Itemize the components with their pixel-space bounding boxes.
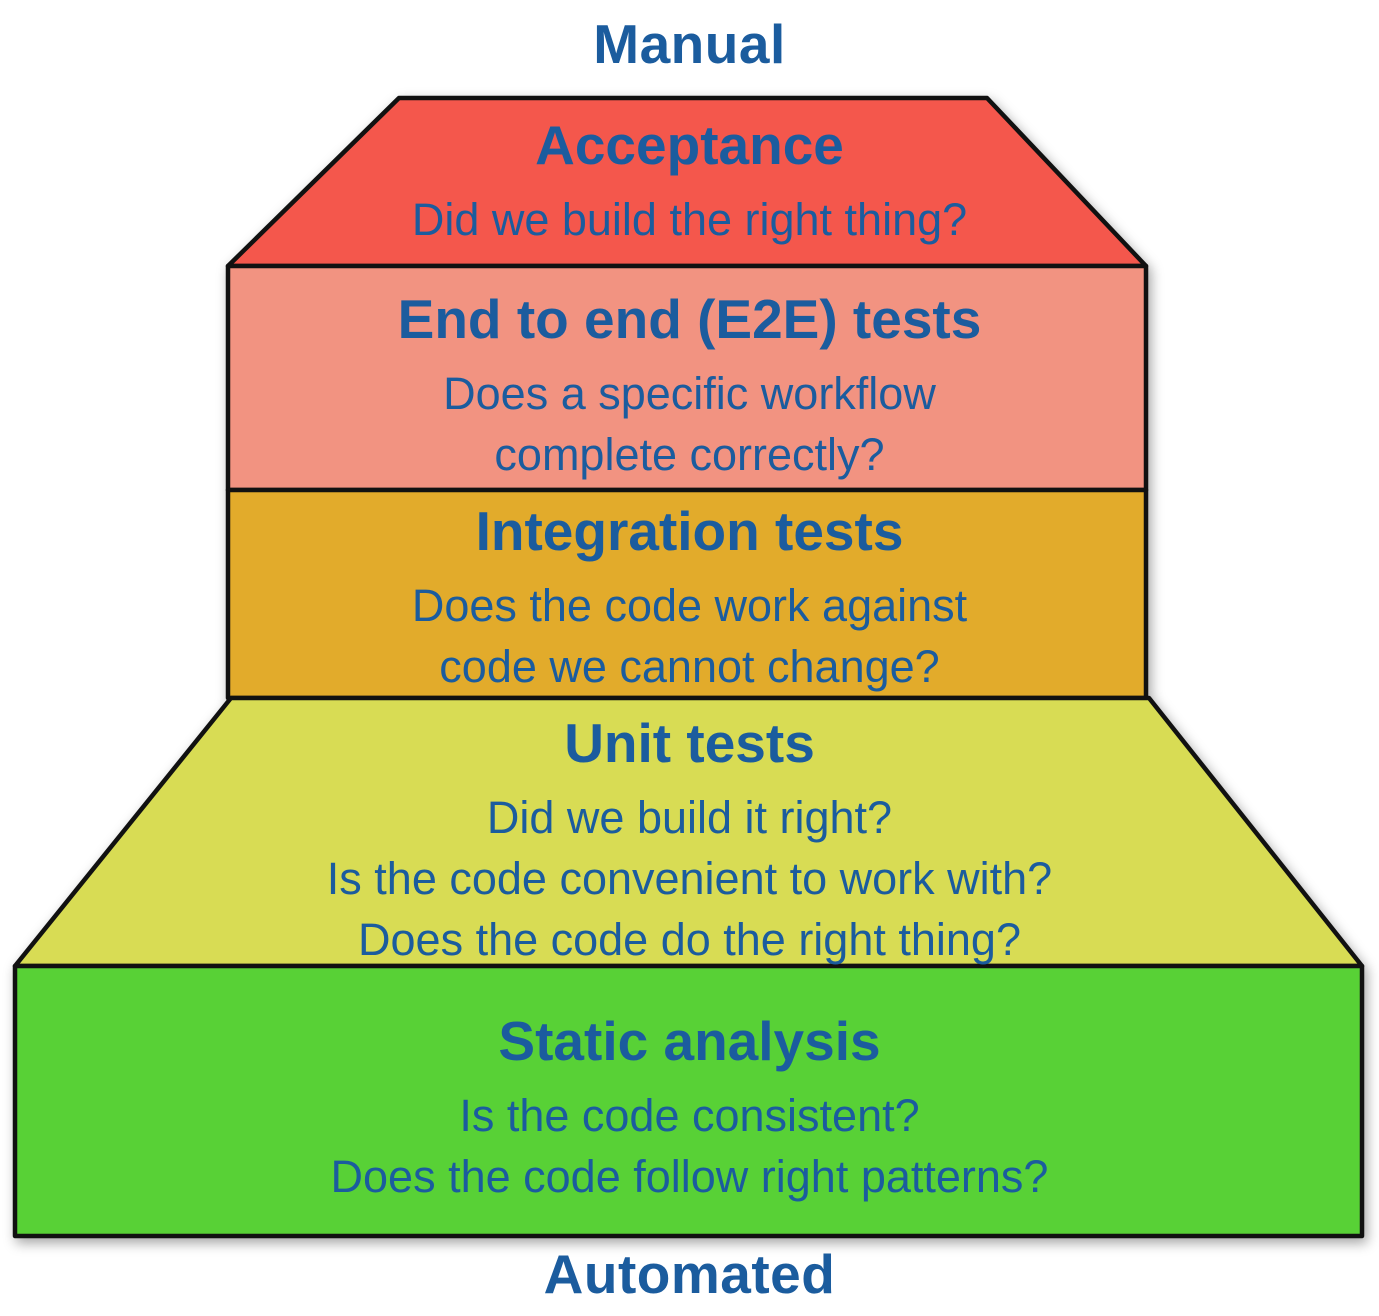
acceptance-shape	[225, 95, 1149, 269]
static-shape	[12, 963, 1365, 1239]
integration-shape	[225, 487, 1149, 701]
automated-label: Automated	[543, 1243, 836, 1305]
manual-label: Manual	[593, 13, 786, 75]
unit-shape	[12, 695, 1365, 969]
e2e-shape	[225, 263, 1149, 493]
